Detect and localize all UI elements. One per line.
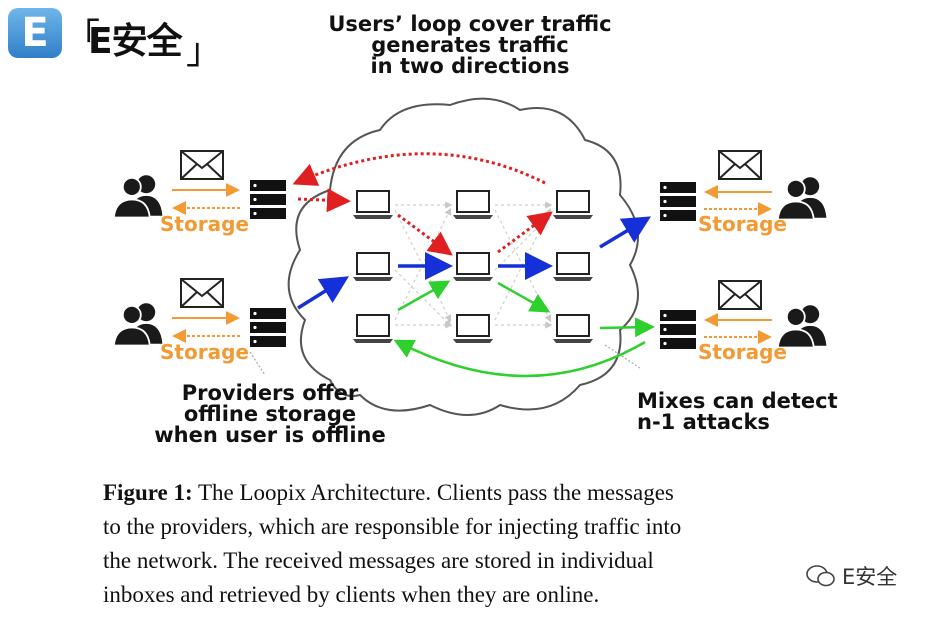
logo-text: E安全: [88, 21, 183, 62]
watermark-text: E安全: [842, 565, 898, 589]
right-envelope-top-icon: [718, 150, 762, 180]
watermark: E安全: [806, 561, 897, 591]
logo-badge-icon: E: [8, 8, 62, 58]
cover-traffic-note: Users’ loop cover traffic generates traf…: [328, 12, 612, 78]
logo-close-bracket: 」: [186, 31, 223, 72]
green-loop-flow: [393, 280, 655, 378]
left-envelope-bottom-icon: [180, 278, 224, 308]
providers-note: Providers offer offline storage when use…: [154, 381, 386, 447]
caption-line: the network. The received messages are s…: [103, 548, 654, 573]
storage-label: Storage: [698, 340, 787, 364]
logo-open-bracket: 「: [64, 17, 101, 58]
left-provider-bottom-server-icon: [250, 308, 286, 347]
figure-caption: Figure 1: The Loopix Architecture. Clien…: [103, 476, 843, 612]
caption-label: Figure 1:: [103, 480, 193, 505]
left-users-top-icon: [112, 174, 164, 218]
left-provider-top-server-icon: [250, 180, 286, 219]
red-loop-flow: [292, 152, 553, 256]
caption-line: to the providers, which are responsible …: [103, 514, 682, 539]
storage-label: Storage: [698, 212, 787, 236]
caption-line: inboxes and retrieved by clients when th…: [103, 582, 600, 607]
storage-label: Storage: [160, 340, 249, 364]
right-provider-top-server-icon: [660, 182, 696, 221]
storage-label: Storage: [160, 212, 249, 236]
chat-bubble-icon: [806, 565, 835, 587]
left-envelope-top-icon: [180, 150, 224, 180]
right-provider-bottom-server-icon: [660, 310, 696, 349]
right-envelope-bottom-icon: [718, 280, 762, 310]
mixes-note: Mixes can detect n-1 attacks: [637, 389, 838, 434]
caption-line: The Loopix Architecture. Clients pass th…: [192, 480, 674, 505]
site-logo: E 「 E安全 」: [8, 6, 223, 72]
blue-message-flow: [297, 216, 652, 310]
left-users-bottom-icon: [112, 302, 164, 346]
